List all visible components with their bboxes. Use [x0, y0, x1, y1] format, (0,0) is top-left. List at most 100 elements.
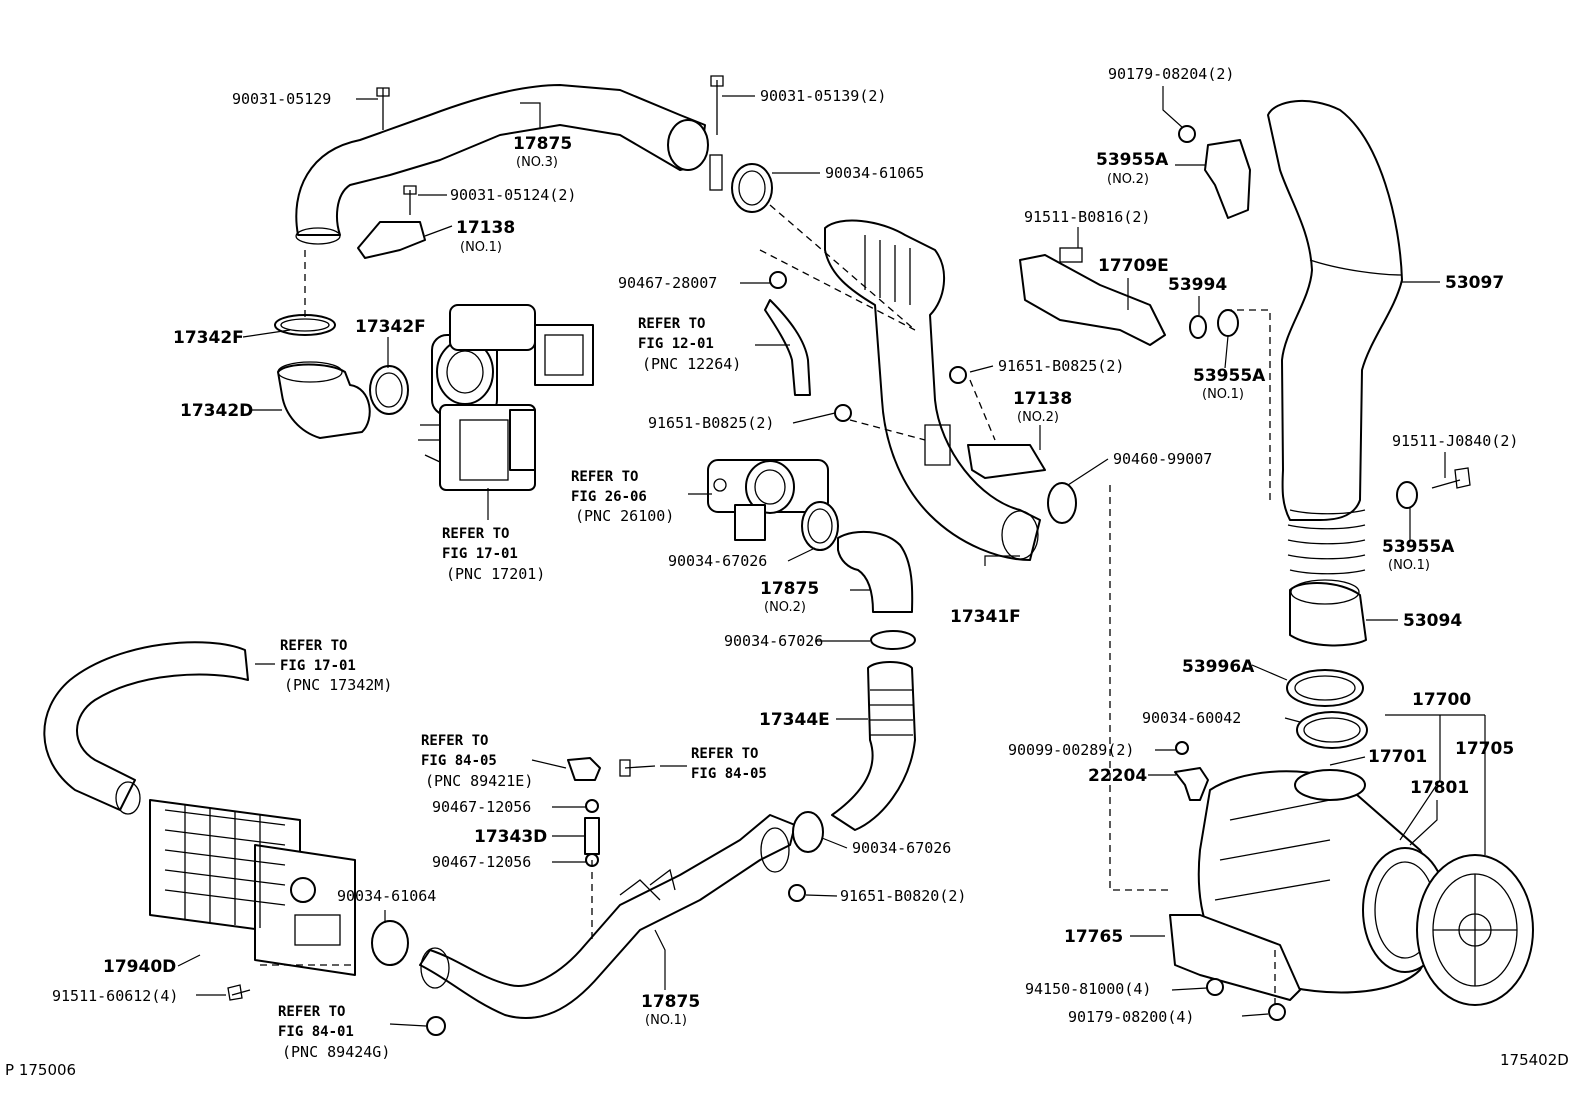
hose-clamp-90467-28007	[769, 271, 787, 289]
callout-ref: FIG 26-06	[571, 489, 647, 505]
callout-ref: FIG 84-01	[278, 1024, 354, 1040]
callout-label: 53955A	[1193, 366, 1266, 386]
callout-note: (NO.1)	[1388, 558, 1430, 573]
callout-label: 90460-99007	[1113, 450, 1212, 468]
washer-53994	[1189, 315, 1207, 339]
callout-ref: FIG 17-01	[442, 546, 518, 562]
callout-ref: (PNC 89421E)	[425, 772, 533, 790]
callout-ref: FIG 17-01	[280, 658, 356, 674]
callout-label: 53094	[1403, 611, 1462, 631]
intake-pipe-no3-flange	[667, 119, 709, 171]
callout-label: 17138	[1013, 389, 1072, 409]
grommet-53955a-no1-upper	[1217, 309, 1239, 337]
callout-label: 17343D	[474, 827, 547, 847]
callout-label: 90179-08204(2)	[1108, 65, 1234, 83]
bracket-17138-no2	[967, 444, 1046, 479]
clamp-90034-67026-b	[870, 630, 916, 650]
callout-note: (NO.1)	[460, 240, 502, 255]
callout-note: (NO.2)	[1017, 410, 1059, 425]
callout-label: 90034-61064	[337, 887, 436, 905]
callout-note: (NO.2)	[1107, 172, 1149, 187]
callout-ref: REFER TO	[421, 733, 488, 749]
throttle-body-drawing	[707, 459, 829, 541]
callout-labels: 90031-05129 17875 (NO.3) 90031-05139(2) …	[52, 65, 1518, 1061]
callout-label: 91511-B0816(2)	[1024, 208, 1150, 226]
callout-label: 17341F	[950, 607, 1021, 627]
callout-ref: (PNC 17201)	[446, 565, 545, 583]
callout-label: 17709E	[1098, 256, 1169, 276]
duct-53094	[1289, 582, 1367, 647]
callout-label: 17701	[1368, 747, 1427, 767]
sensor-pnc-89421e	[567, 757, 601, 781]
bolt-90031-05129	[376, 87, 390, 130]
callout-ref: FIG 84-05	[421, 753, 497, 769]
elbow-hose-17342d	[277, 363, 371, 439]
callout-label: 53097	[1445, 273, 1504, 293]
bracket-53955a-no2	[1204, 139, 1251, 219]
callout-label: 90099-00289(2)	[1008, 741, 1134, 759]
bracket-17138-no1	[357, 221, 426, 259]
callout-label: 22204	[1088, 766, 1147, 786]
callout-ref: (PNC 89424G)	[282, 1043, 390, 1061]
callout-label: 17342F	[355, 317, 426, 337]
bolt-91651-b0825-left	[834, 404, 852, 422]
callout-ref: FIG 84-05	[691, 766, 767, 782]
callout-note: (NO.1)	[645, 1013, 687, 1028]
hose-pnc-12264	[764, 299, 811, 396]
callout-ref: REFER TO	[442, 526, 509, 542]
callout-label: 90034-67026	[724, 632, 823, 650]
callout-label: 17875	[760, 579, 819, 599]
callout-label: 90031-05129	[232, 90, 331, 108]
callout-ref: REFER TO	[691, 746, 758, 762]
nut-90179-08200	[1268, 1003, 1286, 1021]
callout-ref: REFER TO	[638, 316, 705, 332]
callout-label: 90467-28007	[618, 274, 717, 292]
hose-17343d	[584, 817, 600, 855]
callout-label: 90031-05124(2)	[450, 186, 576, 204]
callout-label: 90179-08200(4)	[1068, 1008, 1194, 1026]
callout-ref: (PNC 26100)	[575, 507, 674, 525]
callout-label: 91511-J0840(2)	[1392, 432, 1518, 450]
callout-label: 94150-81000(4)	[1025, 980, 1151, 998]
callout-ref: REFER TO	[571, 469, 638, 485]
bolt-91651-b0825-right	[949, 366, 967, 384]
callout-label: 91651-B0825(2)	[648, 414, 774, 432]
bolt-91511-j0840	[1431, 467, 1471, 489]
clamp-90460-99007	[1047, 482, 1077, 524]
screw-90099-00289	[1175, 741, 1189, 755]
callout-label: 17875	[641, 992, 700, 1012]
leader-lines	[177, 86, 1486, 1027]
figure-code-left: P 175006	[5, 1061, 76, 1079]
hose-17344e	[831, 661, 916, 831]
callout-note: (NO.3)	[516, 155, 558, 170]
callout-note: (NO.2)	[764, 600, 806, 615]
part-drawings	[43, 75, 1534, 1036]
grommet-53955a-no1-lower	[1396, 481, 1418, 509]
callout-label: 90031-05139(2)	[760, 87, 886, 105]
bolt-90031-05124	[403, 185, 417, 215]
callout-ref: (PNC 12264)	[642, 355, 741, 373]
callout-ref: (PNC 17342M)	[284, 676, 392, 694]
callout-ref: REFER TO	[278, 1004, 345, 1020]
callout-label: 17342F	[173, 328, 244, 348]
assembly-lines	[260, 204, 1276, 1005]
callout-label: 53994	[1168, 275, 1227, 295]
callout-label: 91651-B0825(2)	[998, 357, 1124, 375]
hose-17341f	[824, 219, 1041, 561]
clamp-90034-67026-c	[792, 811, 824, 853]
callout-label: 90467-12056	[432, 798, 531, 816]
callout-note: (NO.1)	[1202, 387, 1244, 402]
callout-label: 17875	[513, 134, 572, 154]
sensor-22204	[1174, 767, 1209, 801]
callout-ref: REFER TO	[280, 638, 347, 654]
clamp-17342f-left	[274, 314, 336, 336]
callout-label: 53955A	[1382, 537, 1455, 557]
callout-label: 90467-12056	[432, 853, 531, 871]
bracket-17765	[1169, 914, 1301, 1001]
bolt-fig-84-05	[619, 759, 656, 777]
figure-code-right: 175402D	[1500, 1051, 1569, 1069]
callout-label: 90034-67026	[852, 839, 951, 857]
callout-label: 91651-B0820(2)	[840, 887, 966, 905]
nut-90179-08204	[1178, 125, 1196, 143]
